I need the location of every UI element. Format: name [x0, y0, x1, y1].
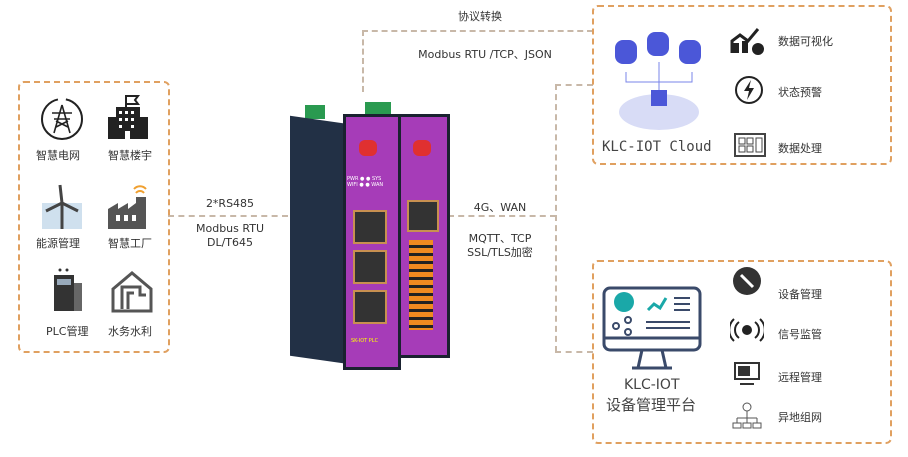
wrench-icon	[733, 267, 761, 295]
chart-trend-icon	[730, 28, 764, 55]
factory-icon	[108, 185, 147, 229]
network-topology-icon	[732, 402, 762, 429]
led-pwr: PWR	[347, 176, 359, 182]
link-line-left	[168, 215, 288, 217]
application-scenarios-panel: 智慧电网 智慧楼宇 能源管理 智慧工厂 PLC管理 水务水利	[18, 81, 170, 353]
platform-panel: KLC-IOT 设备管理平台 设备管理 信号监管 远程管理 异地组网	[592, 260, 892, 444]
link-line-cloud	[555, 84, 593, 86]
led-wifi: WIFI	[347, 182, 358, 188]
left-link-top: 2*RS485	[205, 197, 255, 210]
right-link-bottom2: SSL/TLS加密	[467, 246, 533, 259]
link-line-top	[362, 30, 364, 92]
cloud-title: KLC-IOT Cloud	[602, 139, 712, 155]
device-model-label: SK-IOT PLC	[351, 338, 379, 344]
platform-feature-label: 设备管理	[778, 288, 822, 301]
cloud-panel: KLC-IOT Cloud 数据可视化 状态预警 数据处理	[592, 5, 892, 165]
plc-cabinet-icon	[54, 268, 82, 311]
platform-feature-label: 异地组网	[778, 411, 822, 424]
monitor-dashboard-icon	[602, 286, 702, 370]
link-line-vertical	[555, 84, 557, 352]
led-wan: WAN	[371, 182, 384, 188]
building-icon	[108, 95, 148, 139]
wind-turbine-icon	[42, 184, 82, 229]
water-pipe-icon	[111, 271, 153, 313]
platform-feature-label: 信号监管	[778, 328, 822, 341]
scenario-label: 智慧电网	[36, 149, 80, 162]
power-tower-icon	[41, 98, 83, 140]
platform-feature-label: 远程管理	[778, 371, 822, 384]
cloud-feature-label: 数据可视化	[778, 35, 833, 48]
scenario-label: 能源管理	[36, 237, 80, 250]
platform-title-2: 设备管理平台	[606, 396, 697, 414]
scenario-label: 水务水利	[108, 325, 152, 338]
cloud-feature-label: 数据处理	[778, 142, 822, 155]
link-line-top-h	[362, 30, 593, 32]
scenario-label: 智慧工厂	[108, 237, 152, 250]
scenario-label: 智慧楼宇	[108, 149, 152, 162]
right-link-bottom1: MQTT、TCP	[468, 232, 532, 245]
signal-icon	[730, 318, 764, 342]
scenario-label: PLC管理	[46, 325, 89, 338]
link-line-platform	[555, 351, 593, 353]
data-grid-icon	[734, 133, 766, 157]
lightning-alert-icon	[735, 76, 763, 104]
left-link-bottom2: DL/T645	[206, 236, 254, 249]
left-link-bottom1: Modbus RTU	[196, 222, 264, 235]
remote-monitor-icon	[734, 362, 760, 385]
cloud-feature-label: 状态预警	[778, 86, 822, 99]
led-sys: SYS	[371, 176, 382, 182]
platform-title-1: KLC-IOT	[624, 377, 680, 393]
top-protocols-label: Modbus RTU /TCP、JSON	[418, 48, 552, 61]
right-link-top: 4G、WAN	[473, 201, 527, 214]
protocol-conversion-label: 协议转换	[458, 10, 502, 23]
link-line-right	[448, 215, 556, 217]
cloud-database-icon	[615, 32, 701, 130]
